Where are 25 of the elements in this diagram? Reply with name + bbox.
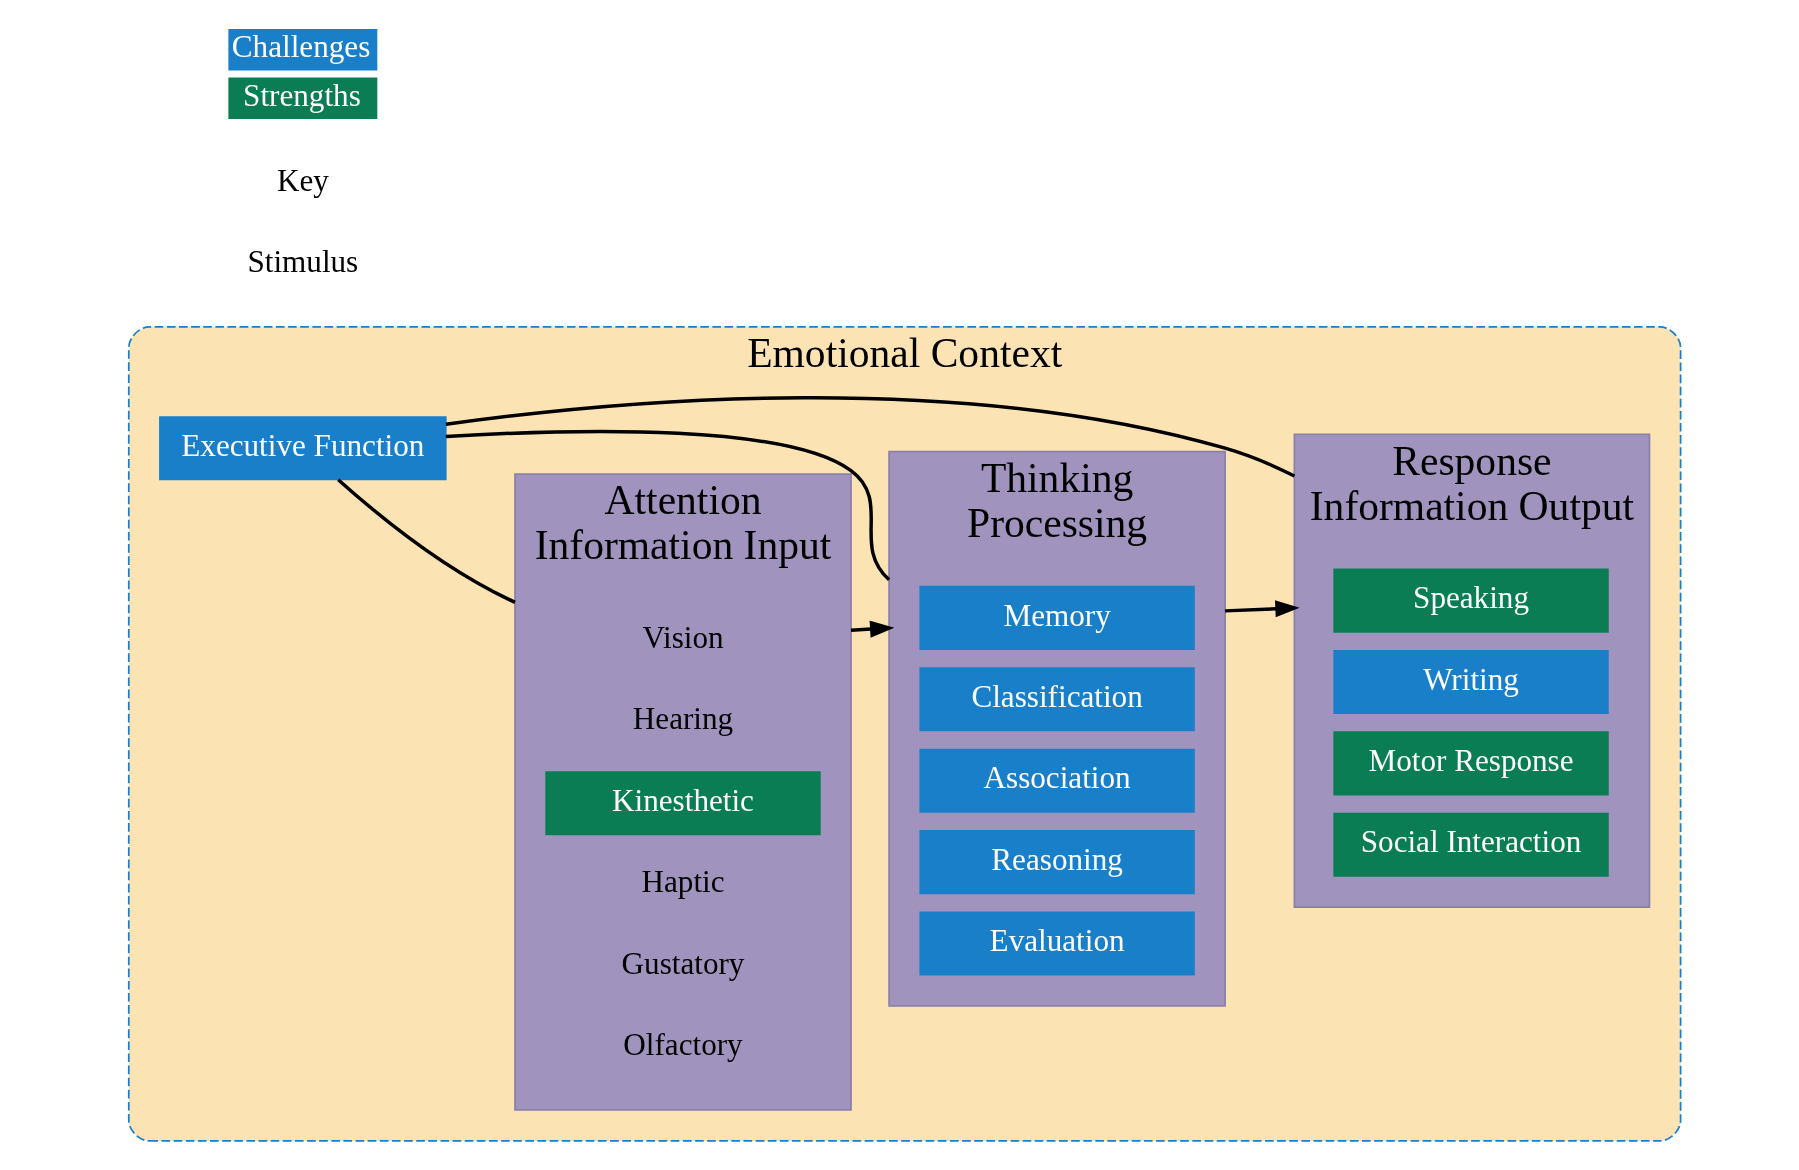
node-box: Evaluation [919, 911, 1195, 976]
legend-label: Strengths [243, 77, 361, 113]
connector [337, 478, 516, 604]
arrow [850, 620, 895, 638]
node-text: Vision [642, 620, 724, 656]
node-text: Gustatory [621, 945, 745, 981]
connector [445, 396, 1296, 478]
node-text: Haptic [641, 864, 725, 900]
node-text: Hearing [632, 701, 734, 737]
node-box: Writing [1333, 649, 1609, 715]
node-box: Speaking [1333, 568, 1609, 633]
node-box: Reasoning [919, 830, 1195, 895]
connector [445, 429, 891, 581]
arrow [1225, 600, 1300, 618]
node-box: Social Interaction [1333, 812, 1609, 877]
node-box: Association [919, 748, 1195, 813]
node-box: Executive Function [159, 416, 447, 481]
node-text: Olfactory [623, 1027, 743, 1063]
node-box: Memory [919, 585, 1195, 650]
node-box: Motor Response [1333, 731, 1609, 796]
node-box: Kinesthetic [545, 771, 821, 836]
node-box: Classification [919, 667, 1195, 732]
legend-label: Challenges [231, 29, 371, 65]
label: Key [276, 162, 329, 198]
label: Stimulus [247, 244, 359, 280]
